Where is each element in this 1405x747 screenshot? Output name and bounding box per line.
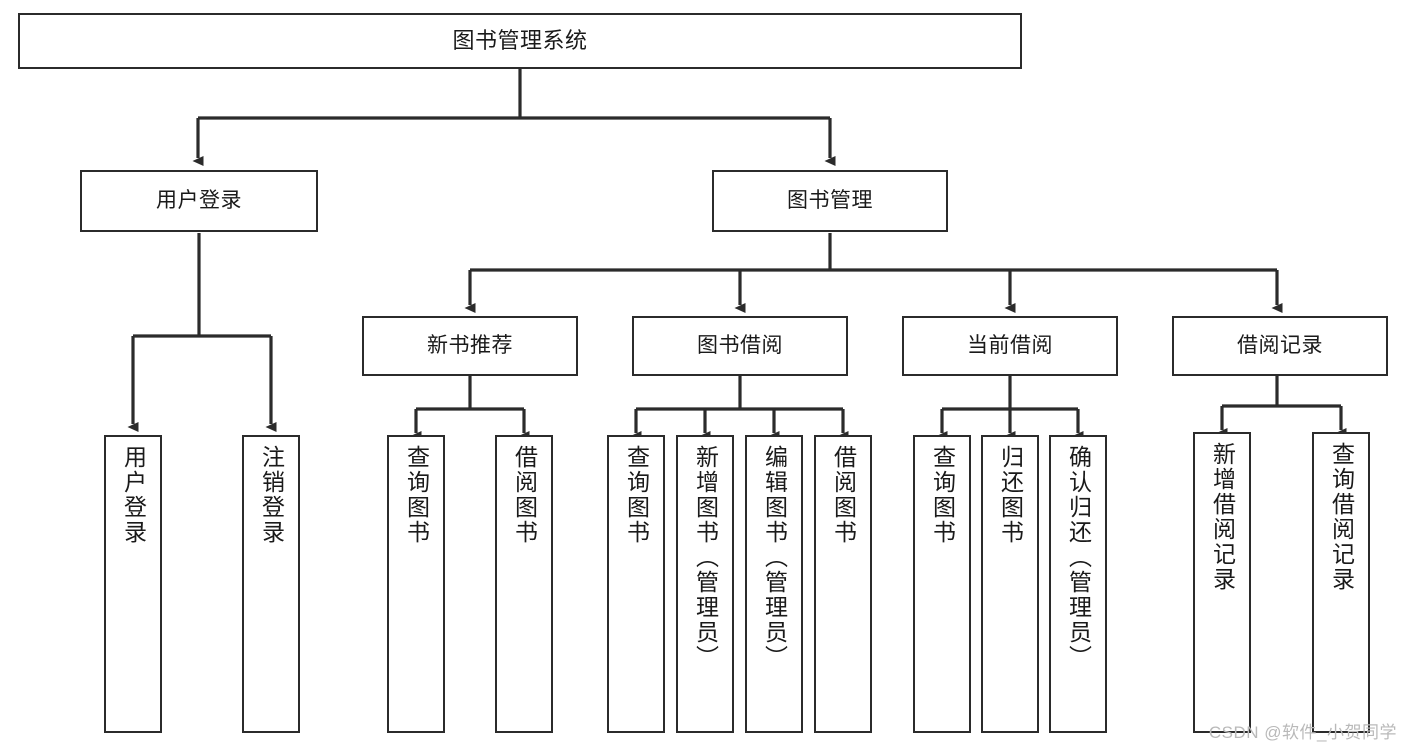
- node-label: 图书管理: [787, 188, 873, 212]
- node-leaf-query-book-borrow[interactable]: 查询图书: [607, 435, 665, 733]
- node-label: 确认归还（管理员）: [1065, 445, 1092, 670]
- watermark-text: CSDN @软件_小贺同学: [1208, 723, 1397, 742]
- node-label: 借阅记录: [1237, 333, 1323, 357]
- node-leaf-query-book-newbook[interactable]: 查询图书: [387, 435, 445, 733]
- node-label: 借阅图书: [511, 445, 538, 545]
- node-leaf-confirm-return-admin[interactable]: 确认归还（管理员）: [1049, 435, 1107, 733]
- node-borrow-record[interactable]: 借阅记录: [1172, 316, 1388, 376]
- node-leaf-query-book-current[interactable]: 查询图书: [913, 435, 971, 733]
- node-leaf-logout[interactable]: 注销登录: [242, 435, 300, 733]
- node-root-system[interactable]: 图书管理系统: [18, 13, 1022, 69]
- node-leaf-add-book-admin[interactable]: 新增图书（管理员）: [676, 435, 734, 733]
- node-label: 查询借阅记录: [1328, 442, 1355, 592]
- node-label: 查询图书: [623, 445, 650, 545]
- node-leaf-add-borrow-record[interactable]: 新增借阅记录: [1193, 432, 1251, 733]
- node-book-borrow[interactable]: 图书借阅: [632, 316, 848, 376]
- node-leaf-edit-book-admin[interactable]: 编辑图书（管理员）: [745, 435, 803, 733]
- node-label: 新增图书（管理员）: [692, 445, 719, 670]
- node-label: 新书推荐: [427, 333, 513, 357]
- node-label: 用户登录: [120, 445, 147, 545]
- node-leaf-user-login[interactable]: 用户登录: [104, 435, 162, 733]
- node-label: 查询图书: [403, 445, 430, 545]
- node-label: 图书管理系统: [452, 28, 588, 54]
- node-label: 查询图书: [929, 445, 956, 545]
- node-label: 借阅图书: [830, 445, 857, 545]
- node-leaf-return-book[interactable]: 归还图书: [981, 435, 1039, 733]
- node-leaf-borrow-book[interactable]: 借阅图书: [814, 435, 872, 733]
- node-user-login[interactable]: 用户登录: [80, 170, 318, 232]
- node-new-book-recommend[interactable]: 新书推荐: [362, 316, 578, 376]
- node-leaf-borrow-book-newbook[interactable]: 借阅图书: [495, 435, 553, 733]
- node-label: 图书借阅: [697, 333, 783, 357]
- node-label: 编辑图书（管理员）: [761, 445, 788, 670]
- node-current-borrow[interactable]: 当前借阅: [902, 316, 1118, 376]
- node-label: 用户登录: [156, 188, 242, 212]
- node-leaf-query-borrow-record[interactable]: 查询借阅记录: [1312, 432, 1370, 733]
- node-label: 归还图书: [997, 445, 1024, 545]
- node-label: 新增借阅记录: [1209, 442, 1236, 592]
- node-label: 当前借阅: [967, 333, 1053, 357]
- node-book-management[interactable]: 图书管理: [712, 170, 948, 232]
- node-label: 注销登录: [258, 445, 285, 545]
